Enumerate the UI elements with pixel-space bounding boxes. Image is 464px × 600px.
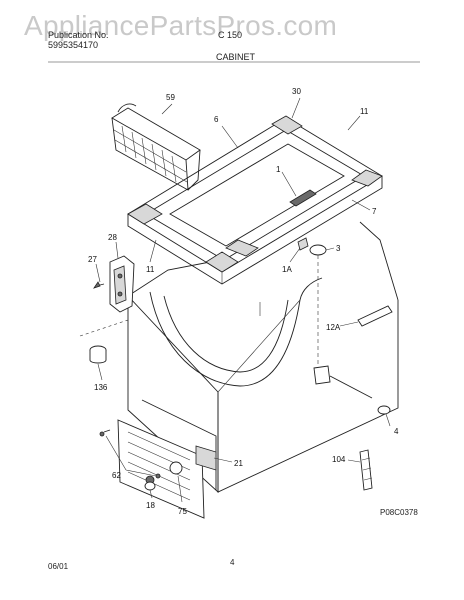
callout-18: 18 xyxy=(146,501,155,510)
callout-1: 1 xyxy=(276,165,281,174)
callout-28: 28 xyxy=(108,233,117,242)
hinge-assembly xyxy=(93,255,135,313)
leader-lines xyxy=(95,97,391,503)
section-title: CABINET xyxy=(216,52,256,62)
callout-11-top: 11 xyxy=(360,107,369,116)
watermark: AppliancePartsPros.com xyxy=(24,10,338,41)
leveling-foot xyxy=(79,319,129,364)
callout-12a: 12A xyxy=(326,323,341,332)
callout-136: 136 xyxy=(94,383,108,392)
callout-7: 7 xyxy=(372,207,377,216)
callout-30: 30 xyxy=(292,87,301,96)
callout-75: 75 xyxy=(178,507,187,516)
drain-tube xyxy=(313,365,391,415)
model-number: C 150 xyxy=(218,30,243,40)
callout-1a: 1A xyxy=(282,265,292,274)
page-number: 4 xyxy=(230,558,235,567)
callout-62: 62 xyxy=(112,471,121,480)
callout-104: 104 xyxy=(332,455,346,464)
callout-4: 4 xyxy=(394,427,399,436)
callout-6: 6 xyxy=(214,115,219,124)
cabinet-body xyxy=(127,221,399,494)
lid-handle xyxy=(289,189,317,251)
publication-number: 5995354170 xyxy=(48,40,99,50)
callout-labels: 59 30 6 11 1 7 3 28 27 11 1A 12A 136 4 2… xyxy=(88,87,399,516)
callout-11-left: 11 xyxy=(146,265,155,274)
callout-3: 3 xyxy=(336,244,341,253)
machine-compartment xyxy=(99,399,217,519)
publication-label: Publication No. xyxy=(48,30,109,40)
footer-date: 06/01 xyxy=(48,562,69,571)
callout-27: 27 xyxy=(88,255,97,264)
callout-21: 21 xyxy=(234,459,243,468)
defrost-drain xyxy=(359,449,373,491)
nameplate xyxy=(357,305,393,327)
lid-frame xyxy=(127,115,383,285)
wire-basket xyxy=(111,103,201,191)
callout-59: 59 xyxy=(166,93,175,102)
diagram-code: P08C0378 xyxy=(380,508,418,517)
drain-plug xyxy=(309,244,327,370)
